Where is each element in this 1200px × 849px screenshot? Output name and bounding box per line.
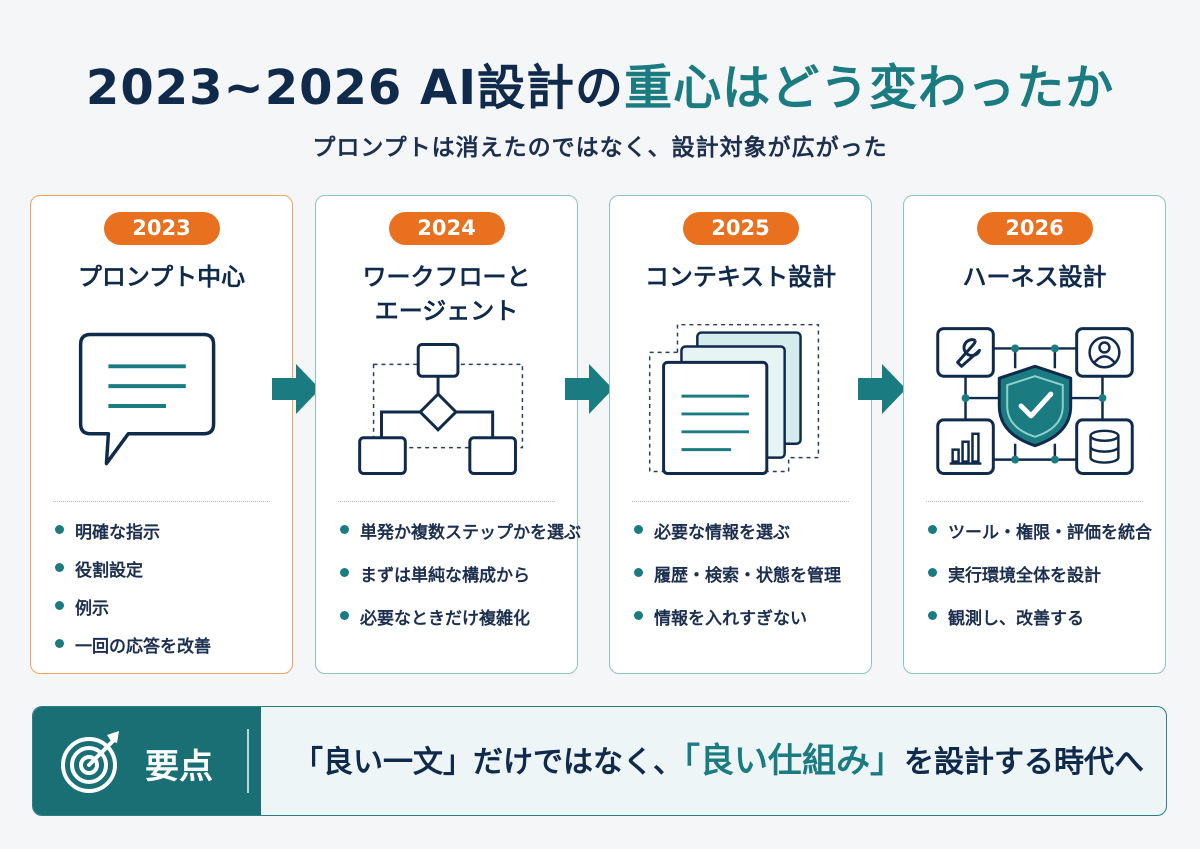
arrow-right-icon — [565, 364, 613, 414]
list-item: 役割設定 — [53, 556, 284, 581]
summary-banner: 要点 「良い一文」だけではなく、「良い仕組み」を設計する時代へ — [32, 706, 1167, 816]
stage-card-2023: 2023 プロンプト中心 明確な指示 役割設定 例示 一回の応答を改善 — [30, 195, 293, 674]
bullet-list: ツール・権限・評価を統合 実行環境全体を設計 観測し、改善する — [926, 518, 1157, 647]
card-divider — [632, 501, 849, 502]
summary-part2: を設計する時代へ — [904, 745, 1144, 780]
list-item: 実行環境全体を設計 — [926, 561, 1157, 586]
speech-bubble-icon — [78, 332, 216, 466]
bullet-list: 明確な指示 役割設定 例示 一回の応答を改善 — [53, 518, 284, 670]
target-icon — [61, 731, 119, 793]
summary-accent: 「良い仕組み」 — [683, 741, 904, 781]
summary-message: 「良い一文」だけではなく、「良い仕組み」を設計する時代へ — [293, 707, 1144, 815]
title-main: 2023~2026 AI設計の — [85, 60, 625, 116]
list-item: 明確な指示 — [53, 518, 284, 543]
list-item: 必要な情報を選ぶ — [632, 518, 863, 543]
document-stack-icon — [648, 324, 820, 475]
card-divider — [926, 501, 1143, 502]
shield-hub-icon — [936, 327, 1134, 475]
arrow-right-icon — [858, 364, 906, 414]
stage-title: コンテキスト設計 — [644, 263, 837, 291]
year-badge: 2023 — [103, 212, 220, 245]
arrow-right-icon — [272, 364, 320, 414]
page-subtitle: プロンプトは消えたのではなく、設計対象が広がった — [312, 135, 888, 161]
title-accent: 重心はどう変わったか — [624, 60, 1115, 116]
list-item: まずは単純な構成から — [338, 561, 569, 586]
summary-label: 要点 — [145, 747, 213, 787]
year-badge: 2026 — [976, 212, 1093, 245]
summary-label-panel: 要点 — [33, 707, 261, 815]
bullet-list: 必要な情報を選ぶ 履歴・検索・状態を管理 情報を入れすぎない — [632, 518, 863, 647]
stage-title: プロンプト中心 — [77, 263, 246, 291]
bullet-list: 単発か複数ステップかを選ぶ まずは単純な構成から 必要なときだけ複雑化 — [338, 518, 581, 647]
page-title: 2023~2026 AI設計の重心はどう変わったか — [0, 48, 1200, 118]
card-divider — [53, 501, 270, 502]
list-item: 一回の応答を改善 — [53, 632, 284, 657]
stage-card-2026: 2026 ハーネス設計 — [903, 195, 1166, 674]
year-badge: 2024 — [388, 212, 505, 245]
summary-part1: 「良い一文」だけではなく、 — [293, 745, 683, 780]
list-item: 情報を入れすぎない — [632, 604, 863, 629]
list-item: 例示 — [53, 594, 284, 619]
stage-card-2025: 2025 コンテキスト設計 必要な情報を選ぶ 履歴・検索・状態を管理 情報を入れ… — [609, 195, 872, 674]
flowchart-icon — [358, 342, 524, 475]
year-badge: 2025 — [682, 212, 799, 245]
stage-title: ワークフローと エージェント — [362, 263, 531, 325]
list-item: 観測し、改善する — [926, 604, 1157, 629]
stage-title: ハーネス設計 — [962, 263, 1107, 291]
list-item: 履歴・検索・状態を管理 — [632, 561, 863, 586]
summary-separator — [247, 729, 249, 793]
list-item: 単発か複数ステップかを選ぶ — [338, 518, 581, 543]
list-item: ツール・権限・評価を統合 — [926, 518, 1157, 543]
card-divider — [338, 501, 555, 502]
stage-card-2024: 2024 ワークフローと エージェント 単発か複数ステップかを選ぶ まずは単純な… — [315, 195, 581, 674]
list-item: 必要なときだけ複雑化 — [338, 604, 569, 629]
